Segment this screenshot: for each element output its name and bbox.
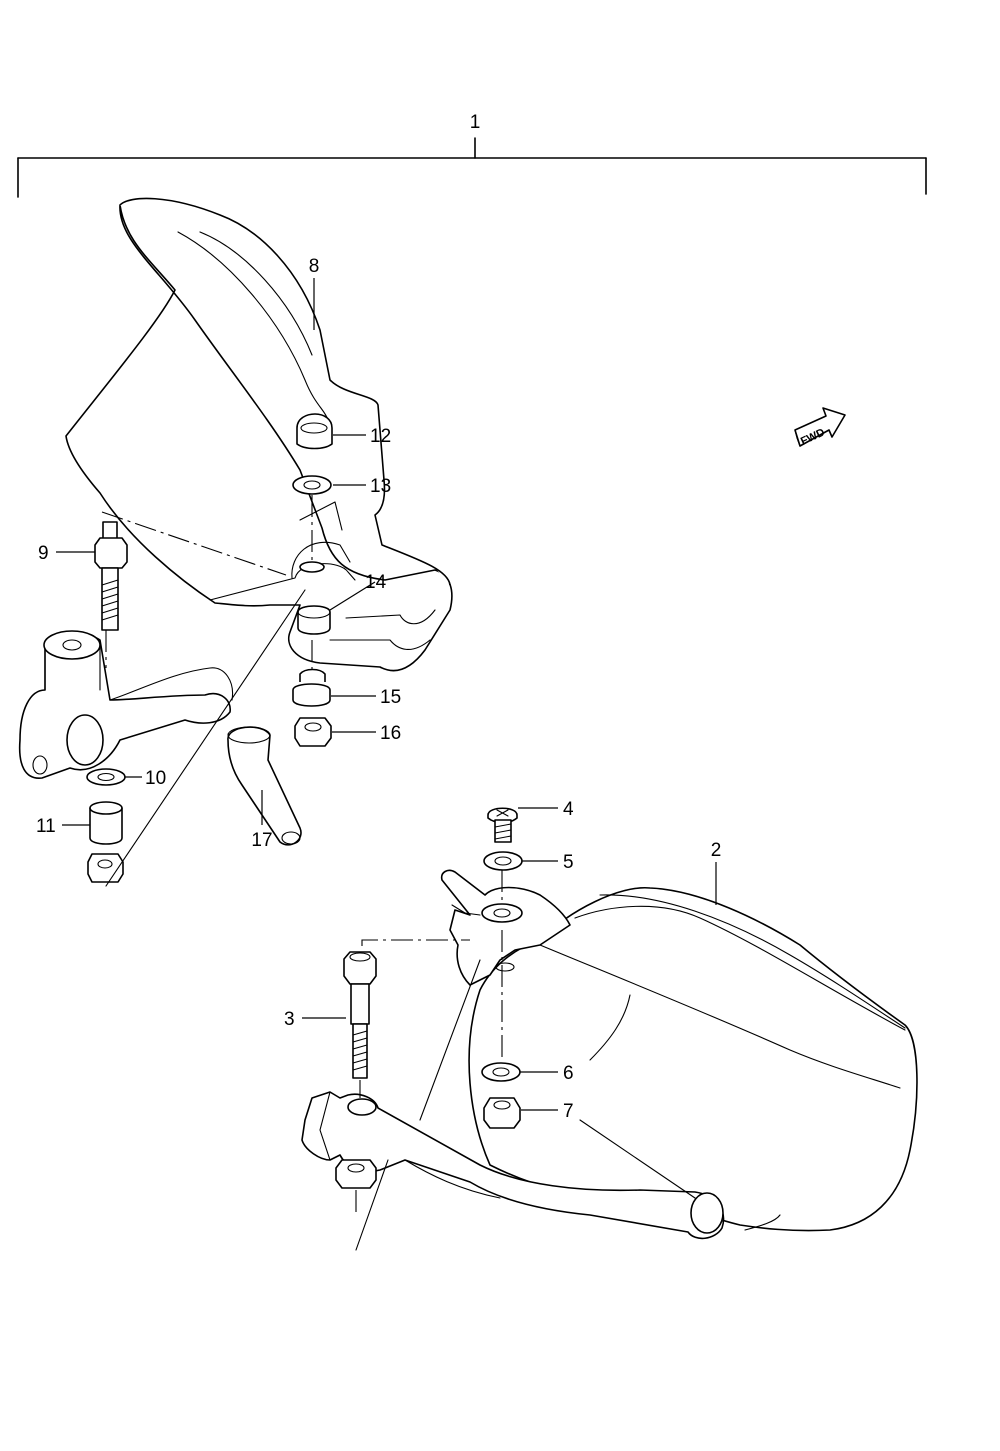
flange-nut-15: 15 <box>292 668 401 708</box>
callout-13: 13 <box>370 476 391 497</box>
rubber-boot-17: 17 <box>227 726 302 851</box>
washer-10: 10 <box>86 768 166 789</box>
callout-9: 9 <box>38 543 49 564</box>
cap-nut-12: 12 <box>296 413 391 450</box>
assembly-bracket: 1 <box>17 112 927 198</box>
mount-bracket-lower <box>440 869 571 986</box>
callout-8: 8 <box>309 256 320 277</box>
alignment-lines-upper <box>101 495 313 887</box>
hand-guard-left <box>65 197 453 672</box>
callout-6: 6 <box>563 1063 574 1084</box>
bolt-3: 3 <box>284 951 377 1079</box>
washer-13: 13 <box>292 475 391 497</box>
callout-15: 15 <box>380 687 401 708</box>
callout-2: 2 <box>711 840 722 861</box>
callout-4: 4 <box>563 799 574 820</box>
clutch-lever <box>301 1091 725 1240</box>
nut-lower-left <box>87 853 124 883</box>
collar-14: 14 <box>297 572 387 635</box>
callout-5: 5 <box>563 852 574 873</box>
alignment-lines-lower <box>355 870 696 1251</box>
nut-16: 16 <box>294 717 401 747</box>
callout-16: 16 <box>380 723 401 744</box>
washer-6: 6 <box>481 1062 574 1084</box>
nut-lower-right <box>335 1159 377 1189</box>
callout-8-group: 8 <box>309 256 320 330</box>
hand-guard-right <box>468 887 918 1232</box>
spacer-11: 11 <box>36 801 123 845</box>
mount-clamp <box>18 630 234 779</box>
forward-direction-badge: FWD <box>794 407 846 448</box>
screw-4: 4 <box>487 799 574 843</box>
callout-14: 14 <box>365 572 387 593</box>
stud-bolt-9: 9 <box>38 521 128 631</box>
callout-2-group: 2 <box>711 840 722 905</box>
callout-3: 3 <box>284 1009 295 1030</box>
callout-7: 7 <box>563 1101 574 1122</box>
callout-12: 12 <box>370 426 391 447</box>
washer-5: 5 <box>483 851 574 873</box>
nut-7: 7 <box>483 1097 574 1129</box>
callout-11: 11 <box>36 816 56 837</box>
callout-17: 17 <box>251 830 272 851</box>
callout-10: 10 <box>145 768 166 789</box>
callout-1: 1 <box>470 112 481 133</box>
forward-arrow-icon <box>794 407 846 447</box>
